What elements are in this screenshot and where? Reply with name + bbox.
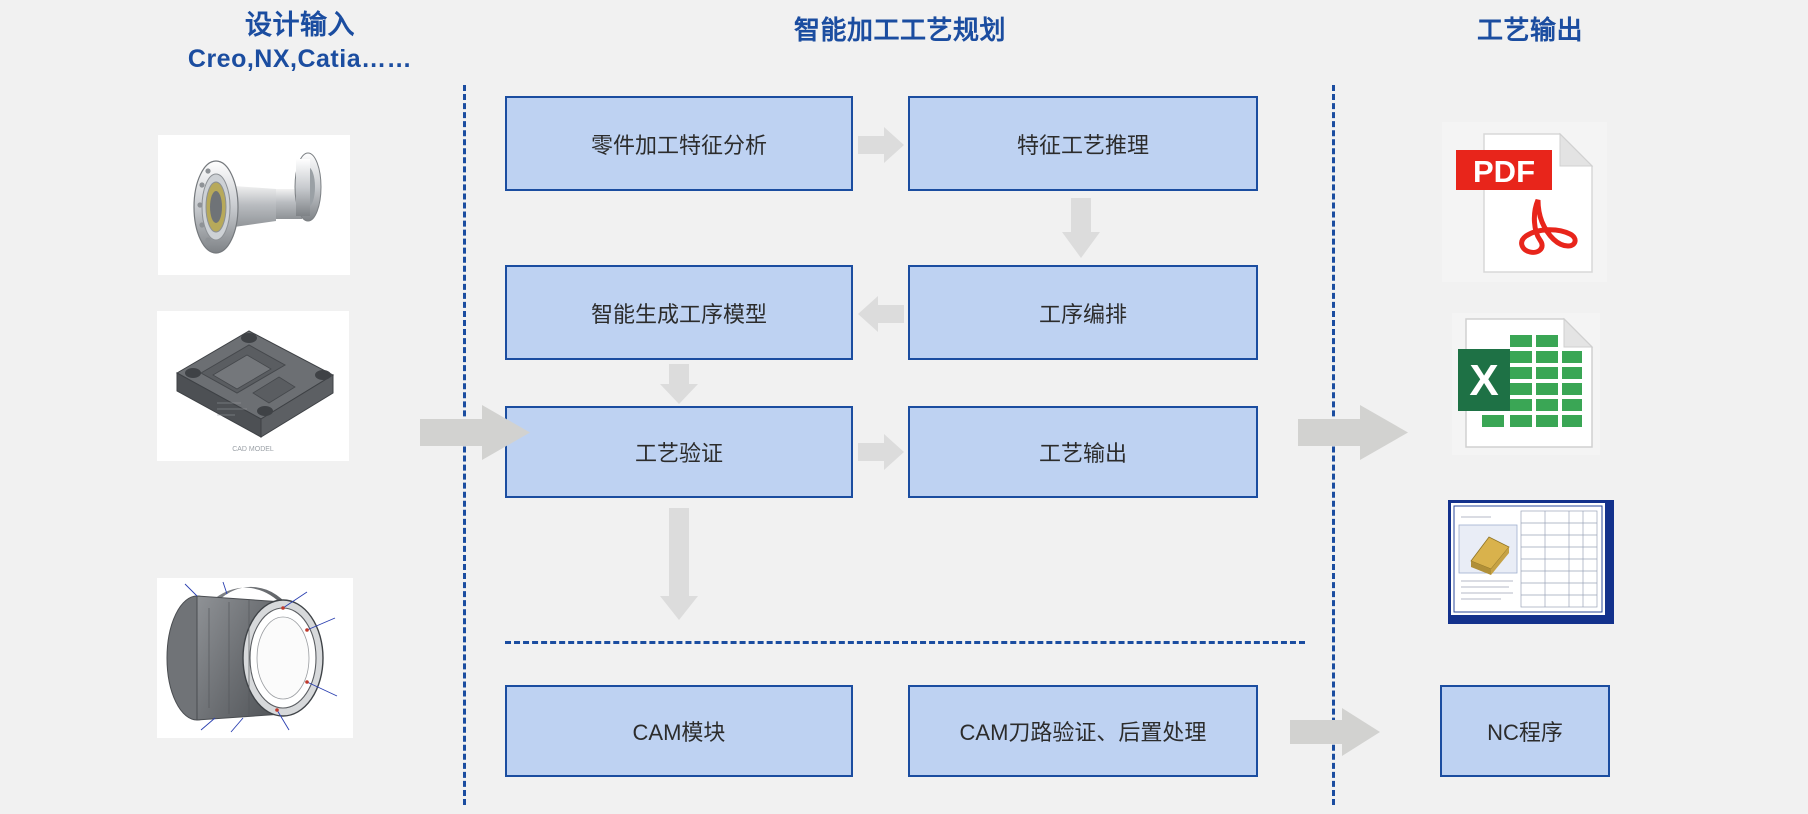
svg-text:CAD MODEL: CAD MODEL (232, 446, 274, 453)
process-box-process-validation[interactable]: 工艺验证 (505, 406, 853, 498)
excel-spreadsheet-icon: X (1452, 313, 1600, 455)
design-input-title: 设计输入 (245, 10, 355, 40)
shaft-housing-cad-thumbnail (158, 135, 350, 275)
arrow-r1c2-to-r2c2 (1062, 198, 1100, 258)
process-box-cam-toolpath-postprocess[interactable]: CAM刀路验证、后置处理 (908, 685, 1258, 777)
excel-label: X (1469, 356, 1498, 405)
column-title-design-input: 设计输入 Creo,NX,Catia…… (60, 8, 540, 75)
column-title-process-output: 工艺输出 (1476, 15, 1583, 45)
arrow-planning-to-output (1298, 405, 1408, 460)
process-box-operation-model-generation[interactable]: 智能生成工序模型 (505, 265, 853, 360)
mold-plate-cad-thumbnail: CAD MODEL (157, 311, 349, 461)
output-box-nc-program[interactable]: NC程序 (1440, 685, 1610, 777)
pdf-document-icon: PDF (1442, 122, 1607, 282)
process-box-cam-module[interactable]: CAM模块 (505, 685, 853, 777)
arrow-r3c1-to-r4c1 (660, 508, 698, 620)
process-box-operation-sequencing[interactable]: 工序编排 (908, 265, 1258, 360)
drawing-sheet-icon (1448, 500, 1614, 624)
process-box-feature-reasoning[interactable]: 特征工艺推理 (908, 96, 1258, 191)
column-title-process-planning: 智能加工工艺规划 (793, 15, 1006, 45)
design-input-subtitle: Creo,NX,Catia…… (187, 44, 413, 73)
arrow-r2c1-to-r3c1 (660, 364, 698, 404)
process-box-feature-analysis[interactable]: 零件加工特征分析 (505, 96, 853, 191)
arrow-r1c1-to-r1c2 (858, 127, 904, 163)
process-box-process-output[interactable]: 工艺输出 (908, 406, 1258, 498)
arrow-r4c2-to-nc (1290, 708, 1380, 756)
arrow-input-to-planning (420, 405, 530, 460)
divider-cam-section-dashed (505, 641, 1305, 644)
arrow-r2c2-to-r2c1 (858, 296, 904, 332)
pdf-label: PDF (1473, 154, 1535, 189)
arrow-r3c1-to-r3c2 (858, 434, 904, 470)
casing-ring-cad-thumbnail (157, 578, 353, 738)
